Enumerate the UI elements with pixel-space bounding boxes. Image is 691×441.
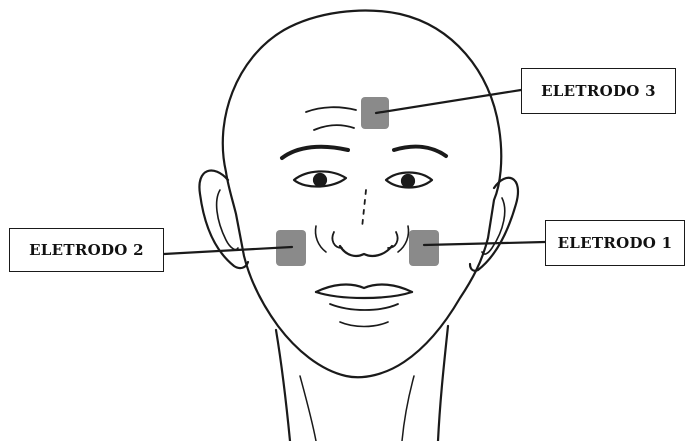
left-ear-inner: [217, 190, 238, 250]
neck-tendon-right: [402, 376, 414, 441]
electrode-1-pad: [409, 230, 439, 266]
left-iris: [314, 174, 326, 186]
electrode-2-label: ELETRODO 2: [9, 228, 164, 272]
electrode-1-leader: [424, 242, 545, 245]
neck-left: [276, 330, 290, 441]
head-outline: [223, 11, 501, 378]
electrode-3-leader: [376, 90, 521, 113]
right-eyebrow: [394, 147, 446, 156]
right-cheek-fold: [398, 226, 409, 252]
neck-tendon-left: [300, 376, 316, 441]
left-eyebrow: [282, 147, 348, 158]
right-iris: [402, 175, 414, 187]
electrode-2-leader: [164, 247, 292, 254]
chin-line: [340, 322, 388, 327]
left-cheek-fold: [315, 226, 326, 252]
upper-lip: [316, 285, 412, 292]
electrode-3-label: ELETRODO 3: [521, 68, 676, 114]
nose-bridge: [362, 190, 366, 228]
neck-right: [438, 326, 448, 441]
left-ear: [199, 171, 248, 269]
forehead-line-1: [306, 107, 356, 112]
forehead-line-2: [314, 125, 354, 130]
nose-base: [340, 246, 392, 256]
lower-lip: [330, 304, 398, 310]
right-ear: [470, 178, 518, 271]
mouth-line: [316, 292, 412, 298]
electrode-1-label: ELETRODO 1: [545, 220, 685, 266]
